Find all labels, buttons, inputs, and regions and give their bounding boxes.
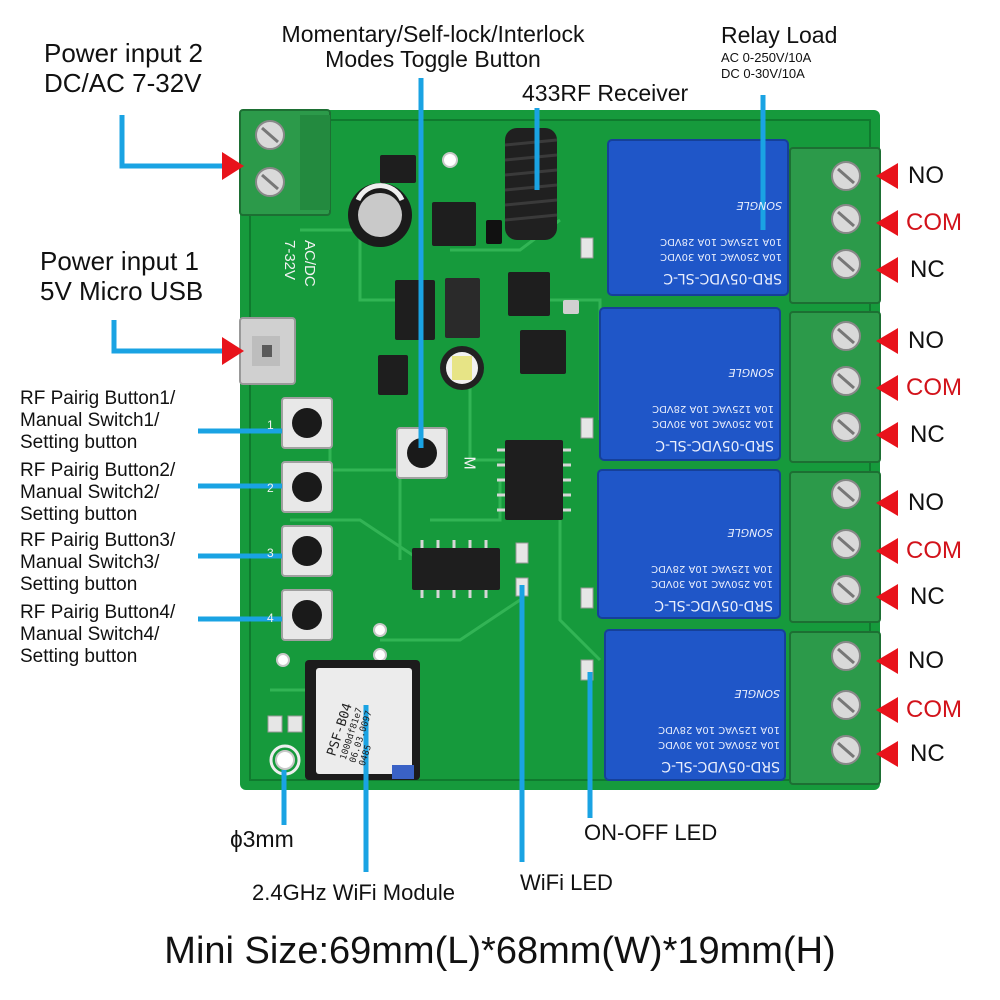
power-terminal-block xyxy=(239,109,331,216)
capacitor-small xyxy=(440,346,484,390)
size-footer: Mini Size:69mm(L)*68mm(W)*19mm(H) xyxy=(164,930,836,972)
relay-rating-a: 10A 250VAC 10A 30VDC xyxy=(651,578,773,589)
on-off-led-label: ON-OFF LED xyxy=(584,820,718,845)
relay-2-text: SRD-05VDC-SL-C 10A 250VAC 10A 30VDC 10A … xyxy=(604,313,774,453)
rf-button-4-line3: Setting button xyxy=(20,646,138,667)
button-number-2: 2 xyxy=(267,481,274,495)
mode-button-subtitle: Modes Toggle Button xyxy=(325,46,541,72)
terminal-3-nc: NC xyxy=(910,583,945,610)
power-input-1-title: Power input 1 xyxy=(40,246,199,276)
terminal-2-no: NO xyxy=(908,327,944,354)
relay-rating-b: 10A 125VAC 10A 28VDC xyxy=(660,236,782,247)
red-arrows xyxy=(222,152,898,767)
power-input-1-label: Power input 1 5V Micro USB xyxy=(40,246,203,306)
rf-button-4-label: RF Pairig Button4/ Manual Switch4/ Setti… xyxy=(20,602,175,668)
terminal-4-com: COM xyxy=(906,696,962,723)
button-number-3: 3 xyxy=(267,546,274,560)
tact-buttons xyxy=(281,397,448,641)
silkscreen-voltage: 7-32V xyxy=(281,240,298,281)
ic-pins xyxy=(420,448,571,598)
terminal-4-no: NO xyxy=(908,647,944,674)
relay-rating-a: 10A 250VAC 10A 30VDC xyxy=(660,251,782,262)
rf-button-2-line2: Manual Switch2/ xyxy=(20,482,160,503)
relay-model: SRD-05VDC-SL-C xyxy=(655,437,774,453)
capacitor-large xyxy=(348,183,412,247)
micro-usb-port xyxy=(239,317,296,385)
rf-button-1-line2: Manual Switch1/ xyxy=(20,410,160,431)
rf-button-1-line1: RF Pairig Button1/ xyxy=(20,388,176,409)
leds xyxy=(267,237,594,733)
relay-brand: SONGLE xyxy=(734,687,780,700)
rf-button-2-line3: Setting button xyxy=(20,504,138,525)
relay-rating-b: 10A 125VAC 10A 28VDC xyxy=(652,403,774,414)
mode-button-title: Momentary/Self-lock/Interlock xyxy=(281,21,585,47)
terminal-1-no: NO xyxy=(908,162,944,189)
rf-button-3-label: RF Pairig Button3/ Manual Switch3/ Setti… xyxy=(20,530,175,596)
button-number-4: 4 xyxy=(267,611,274,625)
terminal-3-no: NO xyxy=(908,489,944,516)
relay-rating-a: 10A 250VAC 10A 30VDC xyxy=(652,418,774,429)
terminal-2-com: COM xyxy=(906,374,962,401)
terminal-3-com: COM xyxy=(906,537,962,564)
relay-rating-b: 10A 125VAC 10A 28VDC xyxy=(651,563,773,574)
terminal-4-nc: NC xyxy=(910,740,945,767)
wifi-module-label: 2.4GHz WiFi Module xyxy=(252,880,455,905)
rf-button-4-line2: Manual Switch4/ xyxy=(20,624,160,645)
rf-receiver-coil xyxy=(504,128,558,240)
relay-model: SRD-05VDC-SL-C xyxy=(654,597,773,613)
smd-components xyxy=(378,155,579,590)
rf-button-2-line1: RF Pairig Button2/ xyxy=(20,460,176,481)
relay-1-text: SRD-05VDC-SL-C 10A 250VAC 10A 30VDC 10A … xyxy=(612,146,782,286)
relay-3-text: SRD-05VDC-SL-C 10A 250VAC 10A 30VDC 10A … xyxy=(603,475,773,613)
mounting-holes xyxy=(275,152,458,770)
relay-model: SRD-05VDC-SL-C xyxy=(663,270,782,286)
mode-button-label: Momentary/Self-lock/Interlock Modes Togg… xyxy=(274,22,592,72)
rf-button-1-line3: Setting button xyxy=(20,432,138,453)
power-input-2-spec: DC/AC 7-32V xyxy=(44,68,202,98)
power-input-2-label: Power input 2 DC/AC 7-32V xyxy=(44,38,203,98)
rf-button-3-line2: Manual Switch3/ xyxy=(20,552,160,573)
rf-receiver-label: 433RF Receiver xyxy=(522,80,689,106)
relay-brand: SONGLE xyxy=(736,199,782,212)
relays xyxy=(597,139,789,781)
terminal-2-nc: NC xyxy=(910,421,945,448)
hole-size-label: ɸ3mm xyxy=(230,826,294,852)
terminal-screws xyxy=(831,161,861,765)
rf-button-3-line3: Setting button xyxy=(20,574,138,595)
relay-rating-a: 10A 250VAC 10A 30VDC xyxy=(658,739,780,750)
wifi-led-label: WiFi LED xyxy=(520,870,613,895)
power-input-1-spec: 5V Micro USB xyxy=(40,276,204,306)
rf-button-1-label: RF Pairig Button1/ Manual Switch1/ Setti… xyxy=(20,388,175,454)
relay-load-dc: DC 0-30V/10A xyxy=(721,66,805,81)
relay-model: SRD-05VDC-SL-C xyxy=(661,758,780,774)
mode-mark: M xyxy=(460,456,478,470)
rf-button-3-line1: RF Pairig Button3/ xyxy=(20,530,176,551)
relay-load-ac: AC 0-250V/10A xyxy=(721,50,812,65)
terminal-1-nc: NC xyxy=(910,256,945,283)
relay-load-title: Relay Load xyxy=(721,22,838,48)
relay-brand: SONGLE xyxy=(728,366,774,379)
rf-button-4-line1: RF Pairig Button4/ xyxy=(20,602,176,623)
power-input-2-title: Power input 2 xyxy=(44,38,203,68)
relay-4-text: SRD-05VDC-SL-C 10A 250VAC 10A 30VDC 10A … xyxy=(610,636,780,774)
relay-load-label: Relay Load AC 0-250V/10A DC 0-30V/10A xyxy=(721,22,837,82)
silkscreen-acdc: AC/DC xyxy=(301,240,318,287)
rf-button-2-label: RF Pairig Button2/ Manual Switch2/ Setti… xyxy=(20,460,175,526)
button-number-1: 1 xyxy=(267,418,274,432)
relay-rating-b: 10A 125VAC 10A 28VDC xyxy=(658,724,780,735)
blue-pointer-lines xyxy=(111,78,766,872)
relay-brand: SONGLE xyxy=(727,526,773,539)
terminal-1-com: COM xyxy=(906,209,962,236)
